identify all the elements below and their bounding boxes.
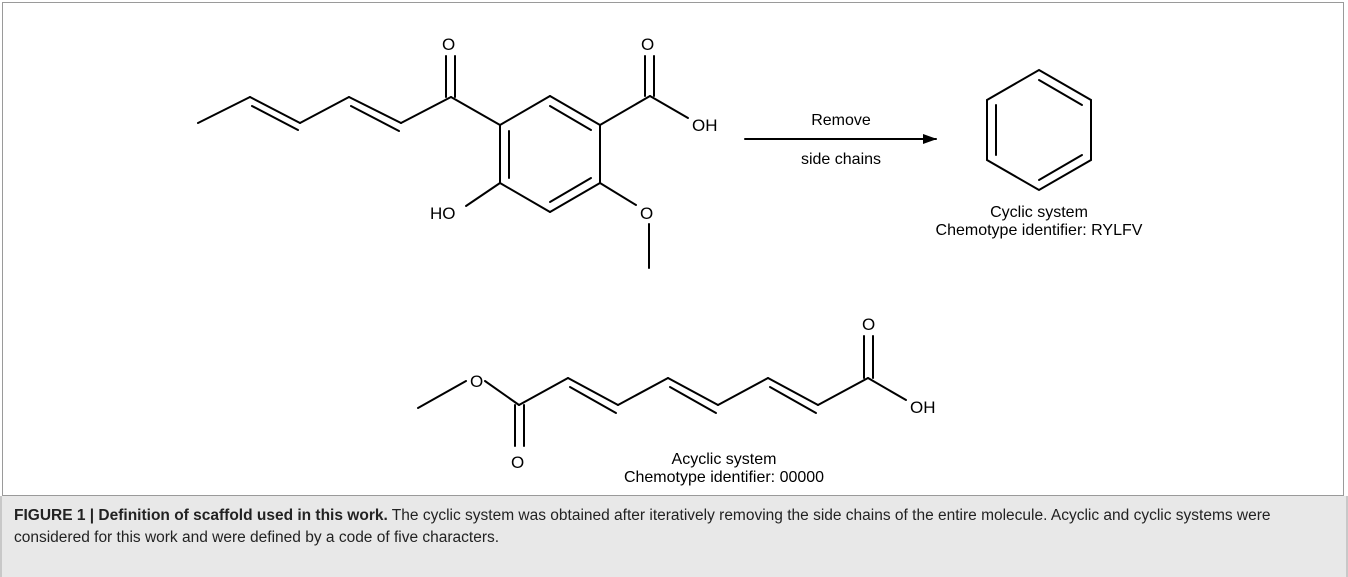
acyclic-system-label: Acyclic system — [672, 451, 777, 468]
atom-o-acid-bottom: O — [862, 315, 875, 334]
benzene-ring — [986, 68, 1092, 192]
cyclic-identifier-label: Chemotype identifier: RYLFV — [936, 222, 1143, 239]
arrow-label-side-chains: side chains — [801, 151, 881, 168]
atom-o-acid: O — [641, 35, 654, 54]
atom-o-methoxy: O — [640, 204, 653, 223]
arrow-label-remove: Remove — [811, 112, 871, 129]
atom-ho-phenol: HO — [430, 204, 456, 223]
cyclic-system-label: Cyclic system — [990, 204, 1088, 221]
caption-box: FIGURE 1 | Definition of scaffold used i… — [0, 496, 1348, 577]
caption-text: The cyclic system was obtained after ite… — [14, 507, 1271, 546]
figure-frame — [2, 2, 1344, 496]
atom-oh-acid-bottom: OH — [910, 398, 936, 417]
atom-o-ester: O — [470, 372, 483, 391]
atom-o-ester-carbonyl: O — [511, 453, 524, 472]
acyclic-molecule: O O O OH — [417, 315, 936, 472]
scaffold-diagram: O O OH HO O Remove side chains Cyclic sy… — [197, 35, 1143, 486]
acyclic-identifier-label: Chemotype identifier: 00000 — [624, 469, 824, 486]
reaction-arrow: Remove side chains — [744, 112, 937, 168]
caption-label: FIGURE 1 | Definition of scaffold used i… — [14, 507, 388, 524]
top-molecule: O O OH HO O — [197, 35, 718, 269]
atom-o-ketone: O — [442, 35, 455, 54]
figure-caption: FIGURE 1 | Definition of scaffold used i… — [14, 505, 1334, 549]
atom-oh-acid: OH — [692, 116, 718, 135]
